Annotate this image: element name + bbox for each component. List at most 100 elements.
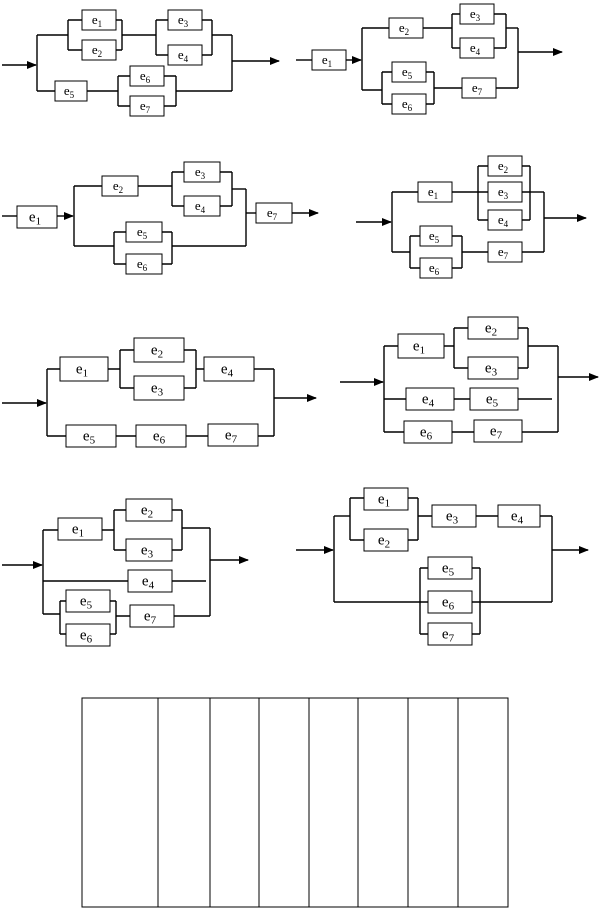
element-label: e6: [402, 96, 413, 113]
element-box-frame: [487, 209, 523, 231]
element-box-frame: [397, 333, 445, 359]
element-symbol: e: [72, 522, 79, 538]
element-symbol: e: [195, 164, 201, 179]
element-symbol: e: [420, 425, 427, 441]
element-box-e3: e3: [125, 538, 173, 562]
element-box-e3: e3: [183, 161, 221, 183]
element-box-frame: [129, 65, 165, 87]
element-label: e2: [498, 158, 508, 175]
element-subscript: 7: [232, 434, 238, 446]
element-box-frame: [59, 356, 109, 382]
element-subscript: 7: [478, 87, 483, 97]
element-box-frame: [81, 39, 117, 61]
element-symbol: e: [140, 98, 146, 113]
element-box-frame: [497, 504, 541, 528]
element-subscript: 6: [408, 103, 413, 113]
element-label: e5: [80, 594, 93, 612]
element-box-e5: e5: [54, 80, 88, 102]
element-box-frame: [81, 9, 117, 31]
element-box-frame: [417, 181, 453, 203]
element-subscript: 3: [476, 13, 481, 23]
element-box-e2: e2: [487, 155, 523, 177]
element-label: e5: [429, 228, 440, 245]
element-box-e2: e2: [388, 17, 424, 39]
element-symbol: e: [140, 68, 146, 83]
element-label: e4: [195, 198, 206, 215]
element-symbol: e: [378, 533, 385, 549]
element-subscript: 6: [146, 75, 151, 85]
element-label: e3: [470, 6, 481, 23]
element-symbol: e: [92, 12, 98, 27]
element-subscript: 5: [90, 435, 96, 447]
diagram-8: [296, 497, 589, 635]
element-subscript: 4: [149, 580, 155, 592]
element-symbol: e: [429, 228, 435, 243]
element-subscript: 3: [504, 191, 509, 201]
element-box-frame: [125, 221, 163, 243]
element-label: e1: [29, 210, 41, 228]
element-label: e6: [429, 260, 440, 277]
element-box-frame: [311, 49, 347, 71]
element-subscript: 1: [328, 59, 333, 69]
element-label: e7: [472, 80, 483, 97]
element-label: e1: [76, 362, 88, 380]
element-box-e1: e1: [59, 356, 109, 382]
element-box-frame: [125, 253, 163, 275]
element-label: e1: [413, 339, 425, 357]
element-box-e5: e5: [391, 61, 427, 83]
element-label: e5: [442, 561, 455, 579]
element-symbol: e: [486, 392, 493, 408]
element-box-e6: e6: [427, 590, 473, 614]
element-box-e1: e1: [417, 181, 453, 203]
element-subscript: 7: [273, 212, 278, 222]
element-symbol: e: [153, 429, 160, 445]
element-box-frame: [391, 93, 427, 115]
element-symbol: e: [80, 594, 87, 610]
element-box-e5: e5: [427, 556, 473, 580]
element-subscript: 1: [79, 528, 85, 540]
element-box-frame: [469, 387, 519, 411]
element-box-e1: e1: [81, 9, 117, 31]
element-box-frame: [487, 241, 523, 263]
element-label: e2: [113, 178, 123, 195]
element-box-frame: [467, 316, 519, 340]
element-box-frame: [54, 80, 88, 102]
element-box-frame: [135, 424, 187, 448]
element-label: e3: [485, 361, 498, 379]
element-subscript: 6: [449, 601, 455, 613]
element-box-e3: e3: [133, 375, 185, 401]
element-label: e5: [137, 224, 148, 241]
element-symbol: e: [472, 80, 478, 95]
element-label: e5: [402, 64, 413, 81]
element-box-e7: e7: [129, 95, 165, 117]
element-symbol: e: [511, 509, 518, 525]
element-box-e6: e6: [419, 257, 453, 279]
element-box-frame: [125, 498, 173, 522]
element-subscript: 4: [429, 398, 435, 410]
diagram-7: [2, 509, 249, 635]
element-subscript: 1: [420, 345, 426, 357]
element-symbol: e: [137, 224, 143, 239]
diagram-4: [356, 165, 587, 269]
element-box-e4: e4: [459, 37, 495, 59]
element-box-frame: [65, 424, 117, 448]
element-box-e7: e7: [487, 241, 523, 263]
element-subscript: 4: [504, 219, 509, 229]
diagram-6: [340, 327, 599, 433]
element-label: e3: [498, 184, 509, 201]
element-box-e7: e7: [427, 622, 473, 646]
element-box-frame: [427, 590, 473, 614]
element-label: e4: [142, 574, 155, 592]
element-box-e2: e2: [363, 528, 409, 552]
element-subscript: 2: [492, 327, 498, 339]
element-box-e5: e5: [469, 387, 519, 411]
element-symbol: e: [413, 339, 420, 355]
element-box-e6: e6: [391, 93, 427, 115]
element-box-frame: [363, 487, 409, 511]
element-label: e4: [511, 509, 524, 527]
element-symbol: e: [141, 503, 148, 519]
element-subscript: 5: [70, 90, 75, 100]
element-subscript: 3: [158, 387, 164, 399]
element-box-frame: [427, 622, 473, 646]
